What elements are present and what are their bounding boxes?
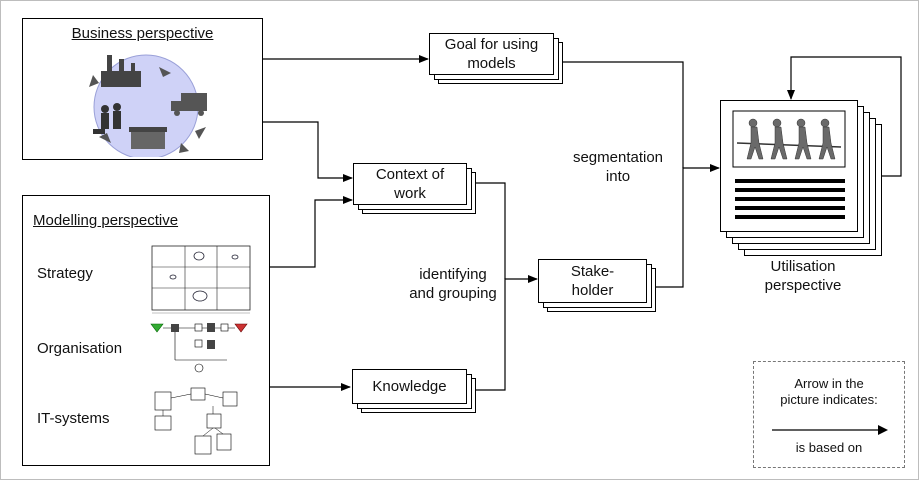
knowledge-label: Knowledge — [372, 378, 447, 395]
legend-box: Arrow in the picture indicates: is based… — [753, 361, 905, 468]
strategy-matrix-icon — [151, 245, 251, 314]
goal-line-2: models — [467, 55, 516, 72]
modelling-perspective-title: Modelling perspective — [33, 212, 179, 229]
arrow-business-to-context — [263, 121, 353, 182]
goal-box: Goal for using models — [429, 33, 554, 75]
row-label-it-systems: IT-systems — [37, 410, 110, 427]
cycle-arrows — [89, 67, 206, 153]
stakeholder-line-2: holder — [571, 282, 614, 299]
it-systems-class-diagram-icon — [154, 387, 238, 455]
factory-icon — [101, 55, 141, 87]
legend-is-based-on: is based on — [795, 440, 863, 455]
context-line-1: Context of — [375, 166, 445, 183]
truck-icon — [171, 93, 207, 116]
legend-arrow — [772, 425, 888, 435]
arrow-goal-to-utilisation — [563, 61, 684, 168]
organisation-flow-icon — [150, 323, 248, 373]
text-lines — [735, 179, 845, 224]
modelling-perspective-box: Modelling perspective Strategy Organisat… — [22, 195, 270, 466]
tug-of-war-image — [732, 110, 846, 168]
utilisation-document — [720, 100, 858, 232]
arrow-strategy-to-context — [270, 196, 353, 268]
stakeholder-box: Stake-holder — [538, 259, 647, 303]
legend-line-2: picture indicates: — [780, 392, 878, 407]
row-label-strategy: Strategy — [37, 265, 93, 282]
arrow-knowledge-to-stakeholder — [476, 275, 538, 391]
legend-line-1: Arrow in the — [794, 376, 864, 391]
arrow-utilisation-loop — [787, 56, 902, 177]
business-perspective-title: Business perspective — [71, 25, 214, 42]
arrow-context-to-stakeholder — [476, 182, 506, 279]
shop-icon — [129, 127, 167, 149]
context-of-work-box: Context of work — [353, 163, 467, 205]
knowledge-box: Knowledge — [352, 369, 467, 404]
row-label-organisation: Organisation — [37, 340, 123, 357]
goal-line-1: Goal for using — [444, 36, 539, 53]
context-line-2: work — [394, 185, 426, 202]
arrow-stakeholder-to-utilisation — [656, 164, 720, 288]
stakeholder-line-1: Stake- — [570, 263, 615, 280]
business-perspective-box: Business perspective — [22, 18, 263, 160]
business-illustration — [89, 54, 207, 157]
people-icon — [93, 103, 121, 134]
